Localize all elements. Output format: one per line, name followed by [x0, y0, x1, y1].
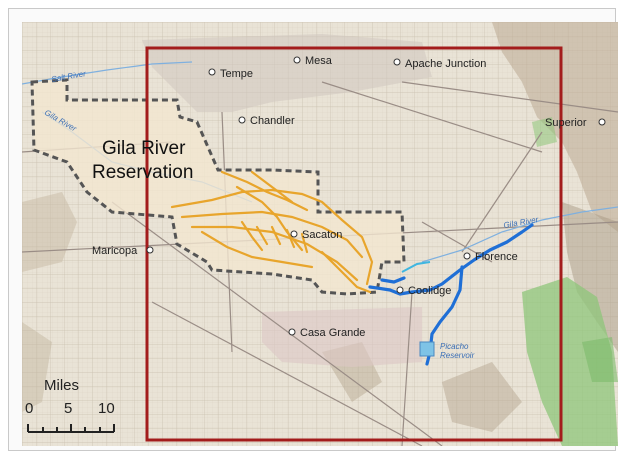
label-maricopa: Maricopa	[92, 245, 138, 257]
city-markers	[146, 56, 606, 336]
label-reservoir-line1: Picacho	[440, 342, 469, 351]
scale-bar: Miles 0 5 10	[25, 377, 115, 433]
label-coolidge: Coolidge	[408, 285, 451, 297]
canals-orange	[170, 170, 374, 294]
scale-tick-0: 0	[25, 400, 33, 417]
label-casa-grande: Casa Grande	[300, 327, 365, 339]
vegetation-areas	[522, 117, 618, 446]
map-canvas: Tempe Mesa Apache Junction Chandler Supe…	[22, 22, 618, 446]
study-area-boundary	[145, 46, 563, 442]
scale-line	[27, 424, 115, 433]
label-sacaton: Sacaton	[302, 229, 342, 241]
label-reservoir-line2: Reservoir	[440, 351, 475, 360]
reservation-name-line1: Gila River	[102, 138, 186, 159]
label-florence: Florence	[475, 251, 518, 263]
picacho-reservoir-shape	[419, 341, 435, 357]
label-mesa: Mesa	[305, 55, 333, 67]
map-svg: Tempe Mesa Apache Junction Chandler Supe…	[22, 22, 618, 446]
reservation-name-line2: Reservation	[92, 162, 193, 183]
scale-tick-5: 5	[64, 400, 72, 417]
label-superior: Superior	[545, 117, 587, 129]
connector-canal	[401, 261, 431, 273]
urban-areas	[142, 34, 432, 367]
label-apache-junction: Apache Junction	[405, 58, 486, 70]
label-tempe: Tempe	[220, 68, 253, 80]
scale-unit-label: Miles	[44, 377, 79, 394]
reservation-boundary	[30, 78, 406, 296]
label-chandler: Chandler	[250, 115, 295, 127]
scale-tick-10: 10	[98, 400, 115, 417]
